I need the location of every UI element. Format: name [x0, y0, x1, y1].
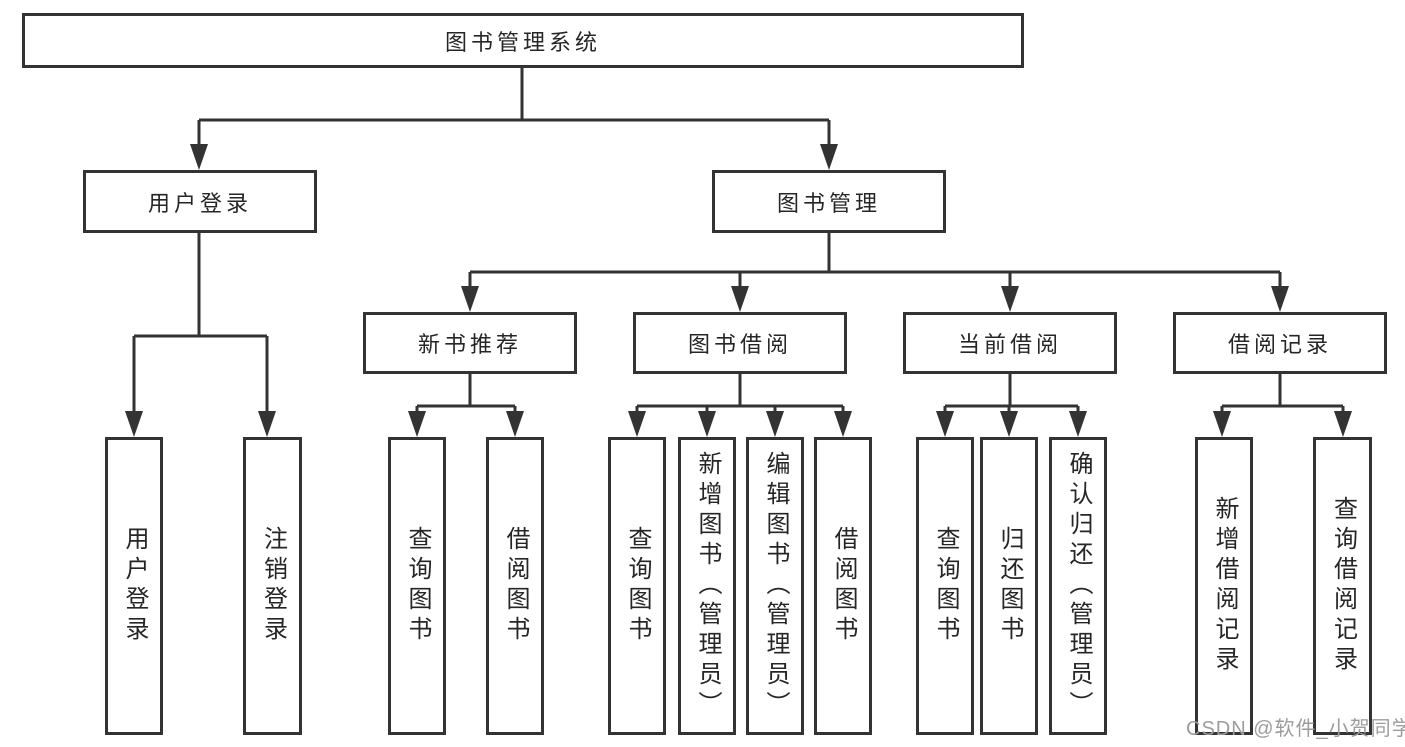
leaf-label: 查询图书: [404, 526, 431, 646]
leaf-add-borrow-record: 新增借阅记录: [1195, 437, 1253, 735]
node-label: 借阅记录: [1227, 332, 1332, 357]
leaf-logout: 注销登录: [243, 437, 302, 735]
leaf-confirm-return-admin: 确认归还（管理员）: [1049, 437, 1107, 735]
leaf-label: 查询图书: [624, 526, 651, 646]
leaf-label: 新增借阅记录: [1211, 496, 1238, 676]
leaf-label: 用户登录: [121, 526, 148, 646]
leaf-query-books-borrow: 查询图书: [608, 437, 666, 735]
leaf-borrow-book: 借阅图书: [814, 437, 872, 735]
leaf-label: 编辑图书（管理员）: [762, 451, 789, 721]
leaf-query-books-recommend: 查询图书: [388, 437, 446, 735]
node-book-management: 图书管理: [712, 170, 946, 233]
leaf-label: 借阅图书: [502, 526, 529, 646]
node-label: 新书推荐: [417, 332, 522, 357]
csdn-watermark: CSDN @软件_小贺同学: [1186, 718, 1405, 740]
leaf-add-book-admin: 新增图书（管理员）: [678, 437, 736, 735]
leaf-label: 归还图书: [996, 526, 1023, 646]
leaf-label: 新增图书（管理员）: [694, 451, 721, 721]
node-label: 当前借阅: [957, 332, 1062, 357]
leaf-label: 注销登录: [259, 526, 287, 646]
leaf-user-login: 用户登录: [105, 437, 163, 735]
leaf-query-books-current: 查询图书: [916, 437, 974, 735]
node-label: 用户登录: [147, 190, 252, 216]
node-new-book-recommend: 新书推荐: [363, 312, 577, 374]
node-book-borrowing: 图书借阅: [633, 312, 847, 374]
leaf-edit-book-admin: 编辑图书（管理员）: [746, 437, 804, 735]
node-label: 图书借阅: [687, 332, 792, 357]
node-library-management-system: 图书管理系统: [22, 13, 1024, 68]
leaf-label: 确认归还（管理员）: [1065, 451, 1092, 721]
node-label: 图书管理: [776, 190, 881, 216]
leaf-label: 查询借阅记录: [1329, 496, 1357, 676]
node-current-borrowing: 当前借阅: [903, 312, 1117, 374]
node-borrowing-records: 借阅记录: [1173, 312, 1387, 374]
leaf-label: 借阅图书: [830, 526, 857, 646]
node-user-login: 用户登录: [83, 170, 317, 233]
leaf-borrow-book-recommend: 借阅图书: [486, 437, 544, 735]
leaf-label: 查询图书: [932, 526, 959, 646]
leaf-query-borrow-record: 查询借阅记录: [1313, 437, 1372, 735]
node-label: 图书管理系统: [444, 29, 601, 55]
leaf-return-book: 归还图书: [980, 437, 1038, 735]
